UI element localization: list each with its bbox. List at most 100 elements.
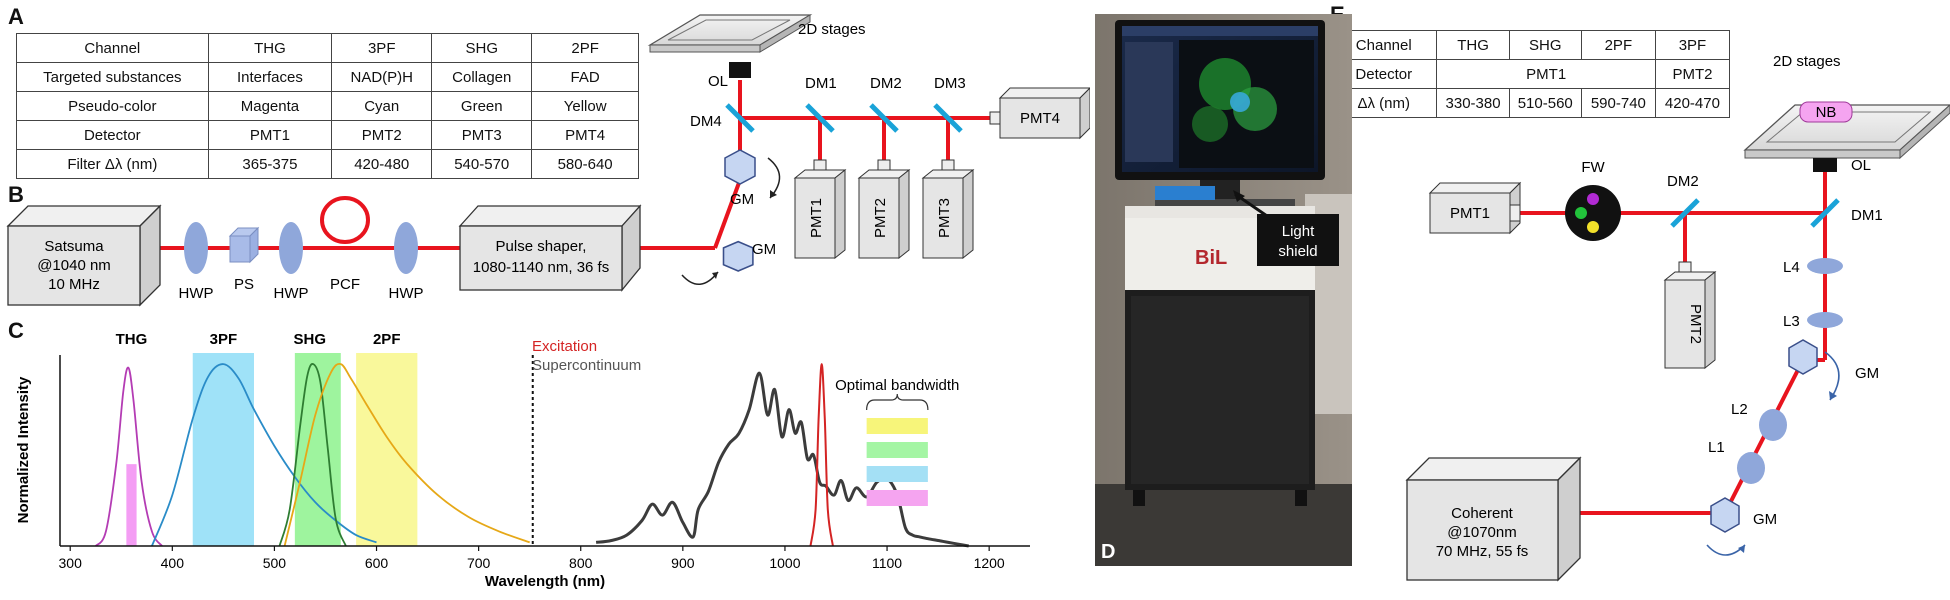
emission-curves — [94, 362, 531, 547]
pulse-shaper-box: Pulse shaper, 1080-1140 nm, 36 fs — [458, 204, 642, 292]
x-tick-label: 700 — [467, 555, 491, 571]
table-cell: Channel — [16, 33, 209, 63]
table-cell: Collagen — [431, 62, 533, 92]
arrowhead-icon — [1738, 545, 1745, 553]
galvo-mirror-e-upper — [1788, 339, 1818, 375]
table-cell: FAD — [531, 62, 639, 92]
band-label: 2PF — [373, 331, 401, 348]
panel-label-b: B — [8, 182, 24, 207]
optimal-bandwidth-bar — [866, 490, 928, 506]
setup-b-diagram: Satsuma @1040 nm 10 MHz HWP PS HWP PCF H… — [6, 14, 1090, 307]
hwp-2-lens — [279, 222, 303, 274]
ps-label: PS — [234, 276, 254, 293]
table-cell: 580-640 — [531, 149, 639, 179]
table-cell: Targeted substances — [16, 62, 209, 92]
rotation-arrow-icon — [767, 157, 781, 199]
nb-sample — [1799, 101, 1853, 123]
filter-green — [1575, 207, 1587, 219]
band-label: THG — [116, 331, 148, 348]
rotation-arrow-icon — [1706, 544, 1746, 556]
table-cell: 330-380 — [1436, 88, 1510, 118]
bracket-icon — [866, 393, 929, 411]
pmt3-detector: PMT3 — [921, 159, 975, 260]
band-label: SHG — [294, 331, 327, 348]
channel-spec-table-a: Channel THG 3PF SHG 2PF Targeted substan… — [16, 33, 639, 179]
galvo-mirror-e-lower — [1710, 497, 1740, 533]
emission-curve — [94, 366, 163, 547]
table-cell: PMT1 — [1436, 59, 1656, 89]
ol-e-label: OL — [1851, 157, 1871, 174]
setup-photo: BiL Light shield D — [1095, 14, 1352, 566]
table-row: Detector PMT1 PMT2 PMT3 PMT4 — [16, 120, 639, 150]
pmt1-e-detector: PMT1 — [1428, 181, 1522, 235]
optimal-bandwidth-bar — [866, 418, 928, 434]
arrowhead-icon — [770, 190, 777, 198]
channel-spec-table-e: Channel THG SHG 2PF 3PF Detector PMT1 PM… — [1329, 30, 1731, 118]
table-cell: 510-560 — [1508, 88, 1582, 118]
optimal-bandwidth-bar — [866, 442, 928, 458]
x-tick-label: 800 — [569, 555, 593, 571]
table-cell: 540-570 — [431, 149, 533, 179]
supercontinuum-curve — [595, 371, 969, 548]
setup-e-diagram: 2D stages NB OL DM1 DM2 FW PMT1 PMT2 L4 … — [1405, 53, 1950, 582]
x-axis-title: Wavelength (nm) — [485, 573, 605, 590]
bil-logo: BiL — [1195, 247, 1227, 269]
table-cell: Yellow — [531, 91, 639, 121]
pmt1-detector: PMT1 — [793, 159, 847, 260]
x-tick-label: 1100 — [872, 555, 902, 571]
band-rect — [126, 464, 137, 546]
stages-e-label: 2D stages — [1773, 53, 1841, 70]
table-cell: Magenta — [207, 91, 333, 121]
legend-supercontinuum: Supercontinuum — [532, 357, 641, 374]
laser-beam — [713, 179, 742, 249]
rotation-arrow-icon — [1824, 351, 1840, 401]
objective-lens-b — [729, 62, 751, 78]
table-cell: Pseudo-color — [16, 91, 209, 121]
objective-lens-e — [1813, 158, 1837, 172]
x-tick-label: 600 — [365, 555, 389, 571]
callout-line-1: Light — [1282, 223, 1315, 240]
pcf-fiber-loop — [320, 196, 370, 244]
table-cell: 420-480 — [331, 149, 433, 179]
2d-stage-b — [647, 14, 813, 53]
table-cell: 2PF — [531, 33, 639, 63]
pmt1-label: PMT1 — [808, 198, 825, 238]
ps-cube — [228, 226, 260, 264]
dm1-e-label: DM1 — [1851, 207, 1883, 224]
hwp-1-label: HWP — [179, 285, 214, 302]
table-cell: Filter Δλ (nm) — [16, 149, 209, 179]
photo-illustration: BiL Light shield D — [1095, 14, 1352, 566]
satsuma-rep-rate: 10 MHz — [48, 276, 100, 293]
x-tick-label: 1000 — [769, 555, 800, 571]
light-shield — [1155, 186, 1215, 200]
filter-wheel — [1565, 185, 1621, 241]
table-cell: PMT4 — [531, 120, 639, 150]
pulse-shaper-label: Pulse shaper, — [496, 238, 587, 255]
lens-l3 — [1807, 312, 1843, 328]
dm2-label: DM2 — [870, 75, 902, 92]
dm1-label: DM1 — [805, 75, 837, 92]
dichroic-mirror-dm3 — [933, 103, 963, 133]
hwp-2-label: HWP — [274, 285, 309, 302]
table-cell: Cyan — [331, 91, 433, 121]
gm-upper-label: GM — [730, 191, 754, 208]
emission-curve — [151, 363, 377, 547]
dm3-label: DM3 — [934, 75, 966, 92]
lens-l4 — [1807, 258, 1843, 274]
dichroic-mirror-dm1 — [805, 103, 835, 133]
gm-e-upper-label: GM — [1855, 365, 1879, 382]
optimal-bandwidth-bars — [866, 418, 928, 506]
table-cell: 3PF — [331, 33, 433, 63]
pcf-label: PCF — [330, 276, 360, 293]
pmt4-label: PMT4 — [1020, 110, 1060, 127]
dichroic-mirror-dm1-e — [1810, 198, 1840, 228]
pmt2-e-detector: PMT2 — [1663, 261, 1717, 370]
panel-label-d: D — [1101, 541, 1115, 563]
satsuma-label: Satsuma — [44, 238, 104, 255]
arrowhead-icon — [1233, 190, 1245, 202]
table-row: Δλ (nm) 330-380 510-560 590-740 420-470 — [1329, 88, 1731, 118]
nb-label: NB — [1816, 104, 1837, 121]
hwp-3-lens — [394, 222, 418, 274]
coherent-specs: 70 MHz, 55 fs — [1436, 543, 1529, 560]
